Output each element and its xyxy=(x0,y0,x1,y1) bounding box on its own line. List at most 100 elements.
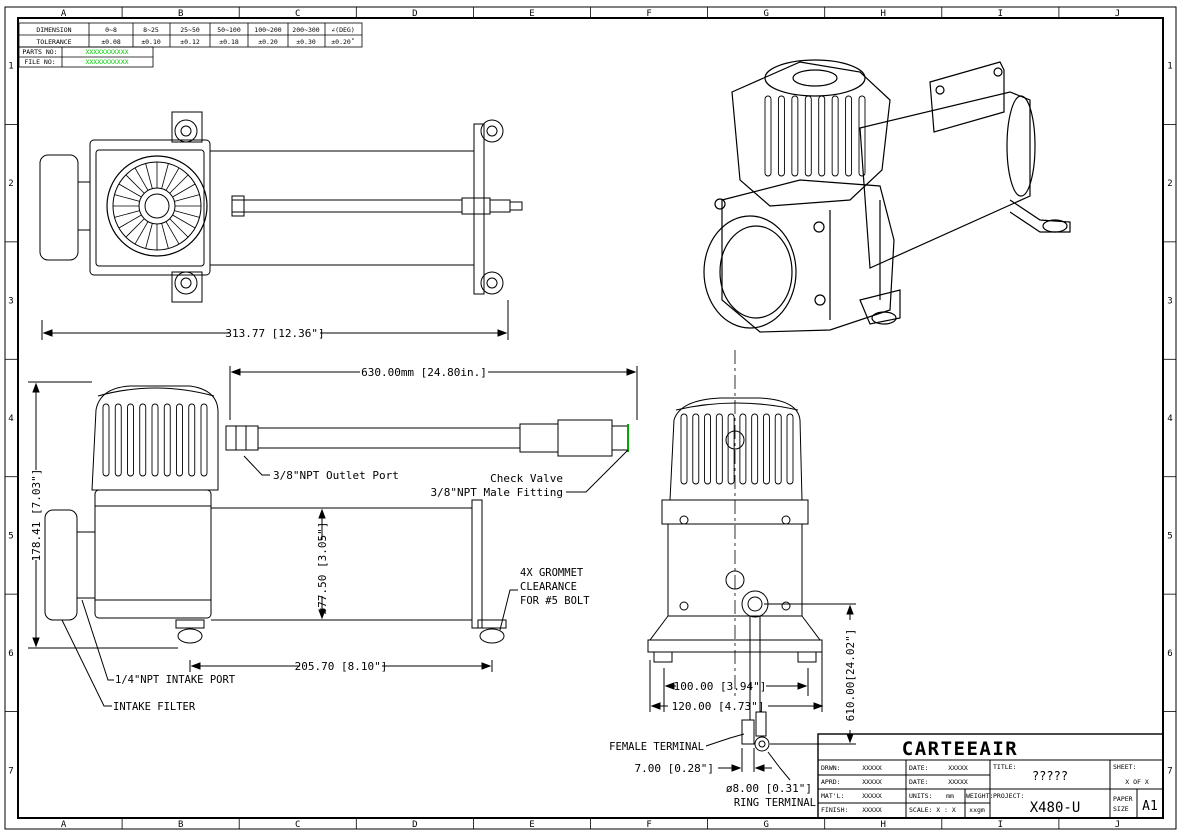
aprd-value: XXXXX xyxy=(862,778,882,786)
zone-column-label: F xyxy=(646,820,651,830)
cooling-rib xyxy=(680,413,688,485)
cooling-rib xyxy=(102,403,110,477)
cooling-rib xyxy=(764,95,772,177)
zone-row-label: 2 xyxy=(8,179,13,189)
weight-value: xxgm xyxy=(969,806,985,814)
zone-column-label: B xyxy=(178,9,183,19)
cooling-rib xyxy=(751,413,759,485)
fan-spoke xyxy=(174,210,200,218)
zone-column-label: I xyxy=(998,820,1003,830)
zone-column-label: G xyxy=(763,9,768,19)
zone-column-label: A xyxy=(61,820,67,830)
fan-spoke xyxy=(145,163,153,189)
zone-column-label: F xyxy=(646,9,651,19)
zone-row-label: 6 xyxy=(1167,649,1172,659)
zone-column-label: J xyxy=(1115,820,1120,830)
tolerance-range: 8~25 xyxy=(143,26,159,34)
cooling-rib xyxy=(176,403,183,477)
fan-spoke xyxy=(172,183,196,198)
title-block: CARTEEAIR DRWN: XXXXX APRD: XXXXX MAT'L:… xyxy=(817,733,1164,819)
paper-size-value: A1 xyxy=(1142,799,1158,814)
fan-spoke xyxy=(134,221,149,245)
tolerance-value: ±0.20 xyxy=(258,38,278,46)
cooling-rib xyxy=(715,413,723,485)
tolerance-table: DIMENSION TOLERANCE 0~8 8~25 25~50 50~10… xyxy=(18,22,363,68)
zone-column-label: G xyxy=(763,820,768,830)
zone-row-label: 2 xyxy=(1167,179,1172,189)
zone-column-label: B xyxy=(178,820,183,830)
weight-label: WEIGHT: xyxy=(966,792,993,800)
scale-value: X : X xyxy=(936,806,956,814)
fan-spoke xyxy=(161,223,169,249)
tolerance-value: ±0.30 xyxy=(296,38,316,46)
tolerance-value: ±0.08 xyxy=(101,38,121,46)
paper-size-label: PAPER xyxy=(1113,795,1133,803)
tolerance-range: 200~300 xyxy=(292,26,319,34)
zone-column-label: D xyxy=(412,9,417,19)
top-view xyxy=(39,111,523,340)
drwn-value: XXXXX xyxy=(862,764,882,772)
dimension-top-length: 313.77 [12.36"] xyxy=(225,327,324,340)
sheet-value: X OF X xyxy=(1125,778,1149,786)
fan-spoke xyxy=(169,218,189,238)
cooling-rib xyxy=(188,403,196,477)
zone-column-label: H xyxy=(881,9,886,19)
callout-intake-port: 1/4"NPT INTAKE PORT xyxy=(115,674,236,686)
date-value: XXXXX xyxy=(948,764,968,772)
fan-spoke xyxy=(118,214,142,229)
scale-label: SCALE: xyxy=(909,806,932,814)
file-no-value: XXXXXXXXXXX xyxy=(85,58,128,66)
finish-label: FINISH: xyxy=(821,806,848,814)
dimension-lead-length: 610.00[24.02"] xyxy=(844,629,857,722)
zone-column-label: E xyxy=(529,820,534,830)
dimension-cylinder-dia: ø77.50 [3.05"] xyxy=(316,522,329,615)
cooling-rib xyxy=(762,413,770,485)
cooling-rib xyxy=(151,403,159,477)
dimension-ring-dia: ø8.00 [0.31"] xyxy=(726,782,812,795)
tolerance-range: 0~8 xyxy=(105,26,117,34)
zone-column-label: D xyxy=(412,820,417,830)
zone-row-label: 3 xyxy=(1167,297,1172,307)
fan-spoke xyxy=(172,214,196,229)
finish-value: XXXXX xyxy=(862,806,882,814)
zone-row-label: 1 xyxy=(1167,62,1172,72)
company-logo: CARTEEAIR xyxy=(902,738,1018,760)
cooling-rib xyxy=(139,403,147,477)
zone-row-label: 3 xyxy=(8,297,13,307)
fan-spoke xyxy=(134,167,149,191)
callout-female-terminal: FEMALE TERMINAL xyxy=(609,741,704,753)
tolerance-range: ∠(DEG) xyxy=(331,26,354,34)
tolerance-value: ±0.10 xyxy=(141,38,161,46)
file-no-label: FILE NO: xyxy=(24,58,55,66)
cooling-rib xyxy=(845,95,853,177)
cooling-rib xyxy=(692,413,700,485)
dimension-hose-length: 630.00mm [24.80in.] xyxy=(361,366,487,379)
callout-male-fitting: 3/8"NPT Male Fitting xyxy=(431,486,563,499)
fan-spoke xyxy=(174,194,200,202)
matl-label: MAT'L: xyxy=(821,792,844,800)
parts-no-value: XXXXXXXXXXX xyxy=(85,48,128,56)
zone-row-label: 4 xyxy=(1167,414,1172,424)
parts-no-label: PARTS NO: xyxy=(22,48,57,56)
zone-row-label: 7 xyxy=(1167,766,1172,776)
cooling-rib xyxy=(791,95,799,177)
zone-column-label: E xyxy=(529,9,534,19)
fan-spoke xyxy=(165,167,180,191)
zone-column-label: A xyxy=(61,9,67,19)
aprd-label: APRD: xyxy=(821,778,841,786)
paper-size-label: SIZE xyxy=(1113,805,1129,813)
end-view xyxy=(647,350,856,781)
date-value: XXXXX xyxy=(948,778,968,786)
tolerance-dimension-label: DIMENSION xyxy=(36,26,71,34)
zone-column-label: C xyxy=(295,820,300,830)
matl-value: XXXXX xyxy=(862,792,882,800)
title-label: TITLE: xyxy=(993,763,1016,771)
dimension-base-span: 205.70 [8.10"] xyxy=(295,660,388,673)
cooling-rib xyxy=(704,413,712,485)
cooling-rib xyxy=(200,403,208,477)
dimension-mount-inner: 100.00 [3.94"] xyxy=(674,680,767,693)
date-label: DATE: xyxy=(909,764,929,772)
zone-row-label: 5 xyxy=(1167,531,1172,541)
